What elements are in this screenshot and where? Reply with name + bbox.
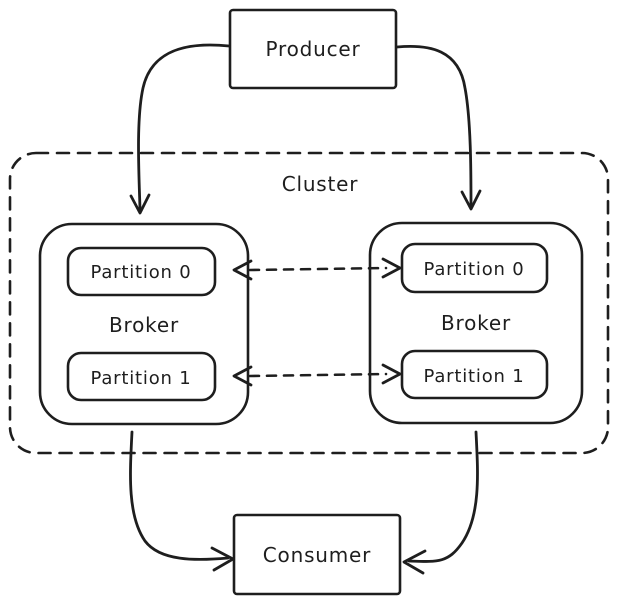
arrowhead-left-icon xyxy=(232,259,253,281)
producer-to-broker-right-arrow xyxy=(395,44,482,211)
broker-right-node: Broker Partition 0 Partition 1 xyxy=(368,221,584,425)
broker-right-label: Broker xyxy=(441,311,511,335)
cluster-group: Cluster xyxy=(8,151,610,455)
producer-box xyxy=(228,8,398,90)
cluster-label: Cluster xyxy=(282,172,359,196)
broker-right-to-consumer-arrow xyxy=(402,430,479,575)
consumer-label: Consumer xyxy=(263,543,371,567)
broker-right-partition-0-label: Partition 0 xyxy=(424,259,525,280)
consumer-node: Consumer xyxy=(232,513,402,596)
broker-left-partition-1-box xyxy=(66,351,217,402)
broker-left-partition-0-label: Partition 0 xyxy=(91,262,192,283)
arrowhead-down-icon xyxy=(460,189,482,211)
broker-left-partition-0-box xyxy=(66,246,217,297)
consumer-box xyxy=(232,513,402,596)
arrowhead-down-icon xyxy=(129,193,151,215)
producer-node: Producer xyxy=(228,8,398,90)
arrowhead-right-icon xyxy=(381,363,402,385)
arrowhead-left-icon xyxy=(232,365,253,387)
producer-label: Producer xyxy=(265,37,360,61)
broker-right-partition-1-box xyxy=(400,349,549,400)
replication-arrow-partition-0 xyxy=(232,257,402,281)
replication-arrow-partition-1 xyxy=(232,363,402,387)
arrowhead-right-icon xyxy=(381,257,402,279)
producer-to-broker-left-arrow xyxy=(129,43,231,215)
broker-left-partition-1-label: Partition 1 xyxy=(91,368,192,389)
broker-right-partition-1-label: Partition 1 xyxy=(424,366,525,387)
broker-left-node: Broker Partition 0 Partition 1 xyxy=(38,222,250,426)
cluster-boundary xyxy=(8,151,610,455)
broker-right-partition-0-box xyxy=(400,242,549,294)
arrowhead-left-icon xyxy=(402,549,427,575)
broker-left-label: Broker xyxy=(109,313,179,337)
